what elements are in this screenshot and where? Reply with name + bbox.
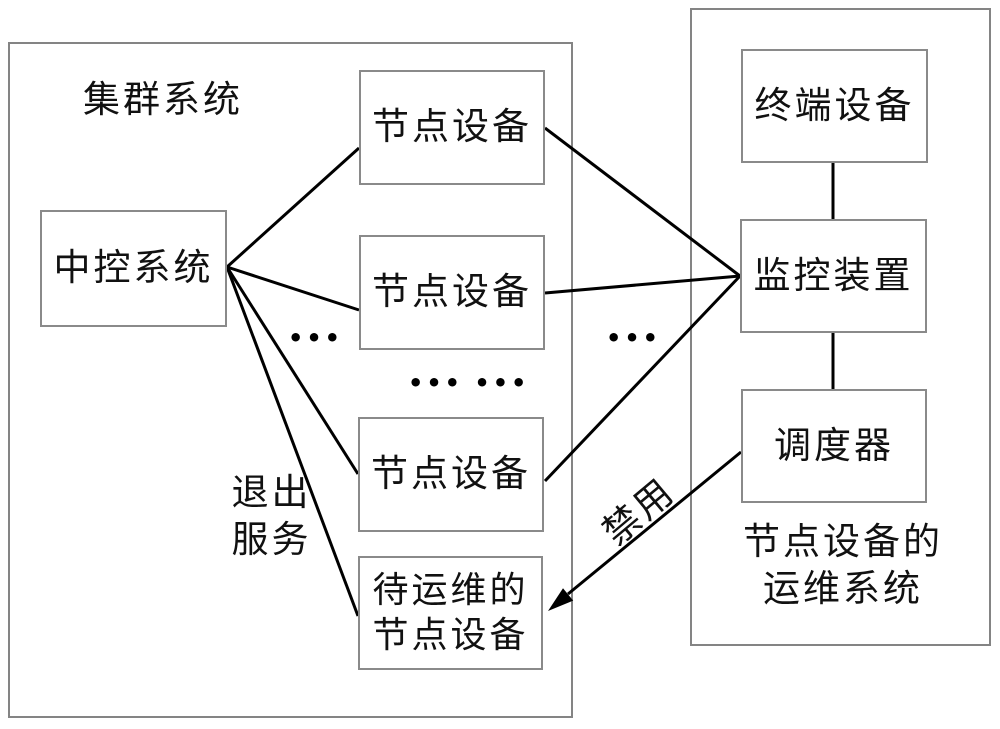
node-device-label: 节点设备 <box>372 105 532 149</box>
exit-service-label: 退出 服务 <box>224 469 319 564</box>
cluster-system-title: 集群系统 <box>83 78 243 121</box>
pending-node-label-line2: 节点设备 <box>372 615 529 656</box>
scheduler-box: 调度器 <box>741 389 927 503</box>
scheduler-label: 调度器 <box>774 423 894 467</box>
terminal-device-label: 终端设备 <box>754 83 915 127</box>
exit-service-line1: 退出 <box>231 471 312 514</box>
ops-system-title-line2: 运维系统 <box>763 567 923 611</box>
ellipsis-middle: ••• ••• <box>408 369 530 397</box>
edge-central-to-node1 <box>225 146 361 269</box>
monitor-device-box: 监控装置 <box>740 219 927 333</box>
monitor-device-label: 监控装置 <box>753 253 914 297</box>
arrowhead-disable <box>548 588 574 611</box>
edge-node2-to-monitor <box>544 274 741 295</box>
pending-node-device-box: 待运维的 节点设备 <box>358 556 543 670</box>
central-control-box: 中控系统 <box>40 210 227 327</box>
cluster-system-frame <box>8 42 573 718</box>
central-control-label: 中控系统 <box>53 246 214 290</box>
node-device-label: 节点设备 <box>372 270 532 314</box>
exit-service-line2: 服务 <box>231 518 312 562</box>
edge-node1-to-monitor <box>544 126 741 278</box>
node-device-label: 节点设备 <box>371 452 531 496</box>
pending-node-label-line1: 待运维的 <box>372 570 529 611</box>
ellipsis-left: ••• <box>288 324 344 352</box>
edge-central-to-node3 <box>225 266 360 475</box>
node-device-box-1: 节点设备 <box>359 70 545 185</box>
edge-node3-to-monitor <box>543 274 742 483</box>
node-device-box-2: 节点设备 <box>359 235 545 350</box>
terminal-device-box: 终端设备 <box>741 49 928 163</box>
node-device-box-3: 节点设备 <box>358 417 544 532</box>
edge-scheduler-to-pending-node <box>567 450 742 596</box>
edge-central-to-node2 <box>226 265 360 312</box>
ops-system-title: 节点设备的 运维系统 <box>723 518 963 613</box>
edge-central-to-pending-node <box>225 266 360 617</box>
ops-system-title-line1: 节点设备的 <box>743 520 943 563</box>
ellipsis-right: ••• <box>606 324 662 352</box>
